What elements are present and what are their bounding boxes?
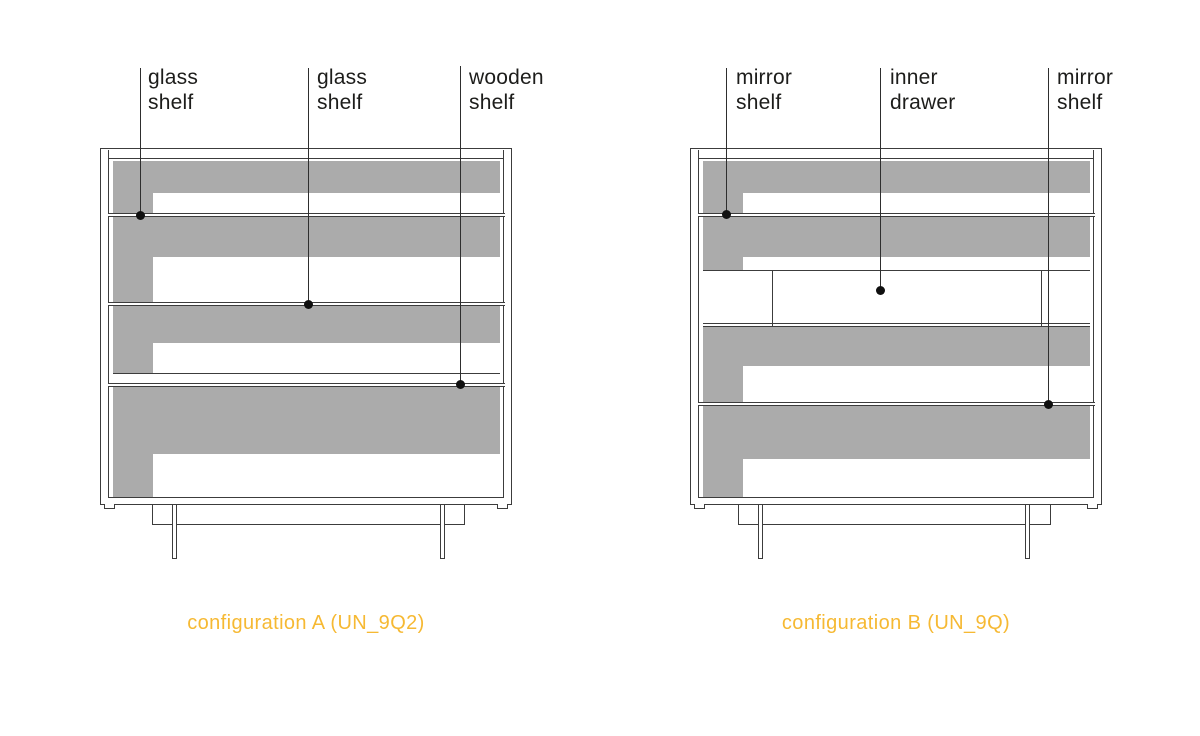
callout-label-line1: glass [148, 66, 199, 89]
cabinet-a-bottom-panel-line [108, 497, 504, 498]
gray-column [703, 406, 743, 497]
gray-band [703, 161, 1090, 193]
cabinet-b-bottom-panel-line [698, 497, 1094, 498]
cabinet-a-section-4 [113, 387, 500, 497]
callout-line [460, 66, 461, 384]
callout-label-wooden-shelf: wooden shelf [469, 65, 544, 115]
callout-line [880, 68, 881, 290]
cabinet-a-right-leg [440, 505, 445, 559]
cabinet-b-plinth [738, 505, 1051, 525]
cabinet-a-section-2 [113, 217, 500, 302]
callout-line [308, 68, 309, 304]
callout-dot [456, 380, 465, 389]
caption-configuration-a: configuration A (UN_9Q2) [187, 612, 425, 634]
callout-label-line2: drawer [890, 91, 956, 114]
callout-dot [136, 211, 145, 220]
callout-dot [1044, 400, 1053, 409]
callout-line [726, 68, 727, 214]
cabinet-a-section-3 [113, 306, 500, 373]
drawer-bottom-inner-line [703, 323, 1090, 324]
cabinet-a-left-leg [172, 505, 177, 559]
gray-column [703, 161, 743, 213]
cabinet-b-left-corner-foot [694, 504, 705, 509]
cabinet-b-section-1 [703, 161, 1090, 213]
cabinet-b-left-leg [758, 505, 763, 559]
cabinet-b-section-4 [703, 406, 1090, 497]
cabinet-b-mirror-shelf-2 [698, 402, 1095, 406]
cabinet-a-right-corner-foot [497, 504, 508, 509]
callout-label-mirror-shelf-1: mirror shelf [736, 65, 792, 115]
callout-dot [876, 286, 885, 295]
cabinet-b-inner-drawer [703, 270, 1090, 327]
callout-label-line1: mirror [1057, 66, 1114, 89]
gray-band [703, 327, 1090, 366]
callout-label-glass-shelf-1: glass shelf [148, 65, 198, 115]
callout-label-line2: shelf [469, 91, 515, 114]
gray-band [113, 217, 500, 257]
gray-column [703, 217, 743, 270]
cabinet-b-section-3 [703, 327, 1090, 402]
callout-dot [304, 300, 313, 309]
callout-label-line2: shelf [148, 91, 194, 114]
cabinet-a-wooden-shelf [108, 383, 505, 387]
callout-label-line1: glass [317, 66, 368, 89]
caption-configuration-b: configuration B (UN_9Q) [781, 612, 1011, 634]
gray-column [703, 327, 743, 402]
cabinet-b-mirror-shelf-1 [698, 213, 1095, 217]
drawer-left-side-line [772, 271, 773, 326]
callout-label-line1: wooden [469, 66, 544, 89]
cabinet-b-section-2 [703, 217, 1090, 270]
gray-column [113, 217, 153, 302]
cabinet-a-section-1 [113, 161, 500, 213]
cabinet-b-right-corner-foot [1087, 504, 1098, 509]
cabinet-a-top-panel-line [108, 158, 504, 159]
cabinet-b-right-leg [1025, 505, 1030, 559]
cabinet-a-left-corner-foot [104, 504, 115, 509]
gray-band [703, 406, 1090, 459]
cabinet-a-plinth [152, 505, 465, 525]
gray-column [113, 387, 153, 497]
callout-label-line2: shelf [317, 91, 363, 114]
cabinet-a-right-side-panel-line [503, 150, 504, 497]
callout-label-mirror-shelf-2: mirror shelf [1057, 65, 1113, 115]
cabinet-a-section-3-bottom-line [113, 373, 500, 374]
callout-dot [722, 210, 731, 219]
gray-column [113, 161, 153, 213]
callout-label-line2: shelf [1057, 91, 1103, 114]
cabinet-a-drawing [100, 148, 512, 559]
cabinet-a-glass-shelf-1 [108, 213, 505, 217]
callout-label-line2: shelf [736, 91, 782, 114]
drawer-right-side-line [1041, 271, 1042, 326]
gray-band [113, 306, 500, 343]
gray-band [703, 217, 1090, 257]
callout-line [140, 68, 141, 215]
callout-line [1048, 68, 1049, 404]
gray-band [113, 387, 500, 454]
callout-label-line1: inner [890, 66, 938, 89]
callout-label-inner-drawer: inner drawer [890, 65, 955, 115]
gray-column [113, 306, 153, 373]
callout-label-glass-shelf-2: glass shelf [317, 65, 367, 115]
cabinet-b-right-side-panel-line [1093, 150, 1094, 497]
cabinet-b-left-side-panel-line [698, 150, 699, 497]
callout-label-line1: mirror [736, 66, 793, 89]
cabinet-a-left-side-panel-line [108, 150, 109, 497]
cabinet-b-top-panel-line [698, 158, 1094, 159]
gray-band [113, 161, 500, 193]
cabinet-b-drawing [690, 148, 1102, 559]
